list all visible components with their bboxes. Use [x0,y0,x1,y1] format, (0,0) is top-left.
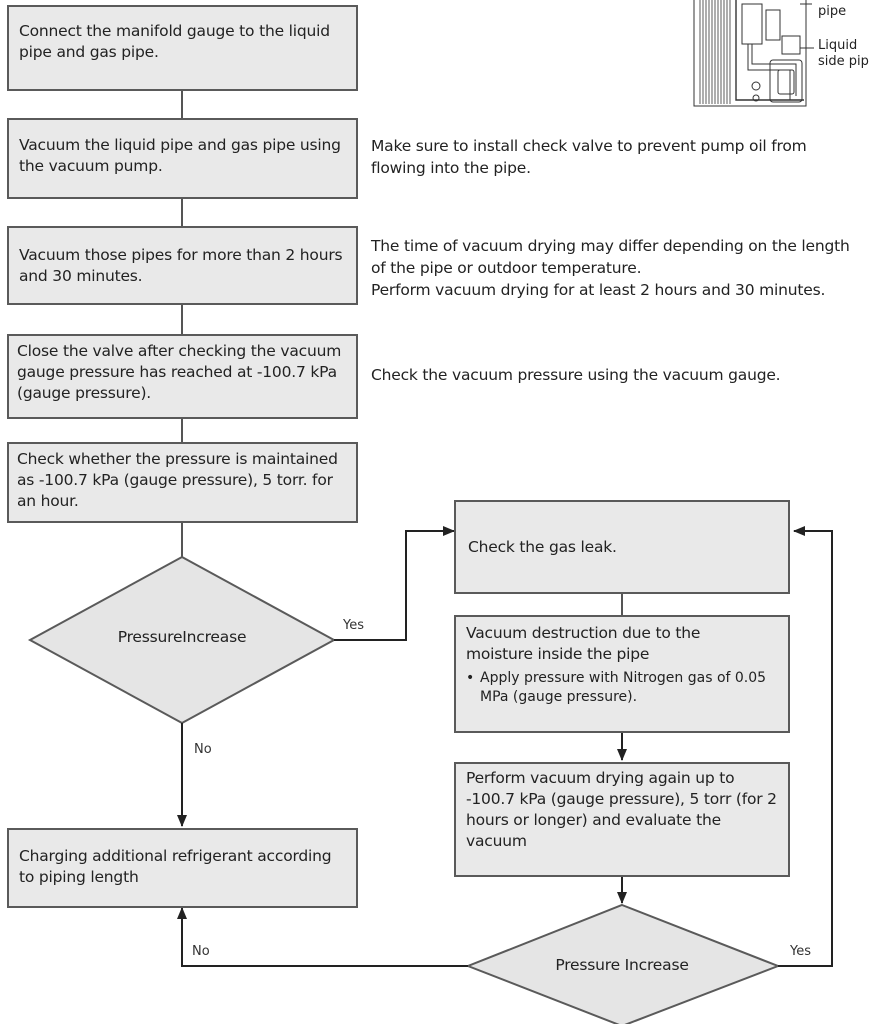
step-dry-again: Perform vacuum drying again up to -100.7… [454,762,790,877]
note-vacuum-time-line2: Perform vacuum drying for at least 2 hou… [371,281,826,299]
decision-1-label: PressureIncrease [117,628,247,646]
decision-diamond-2 [465,903,781,1024]
step-check-pressure: Check whether the pressure is maintained… [7,442,358,523]
step-vacuum-pump: Vacuum the liquid pipe and gas pipe usin… [7,118,358,199]
step-close-valve: Close the valve after checking the vacuu… [7,334,358,419]
step-charging-text: Charging additional refrigerant accordin… [19,847,332,886]
step-connect-gauge: Connect the manifold gauge to the liquid… [7,5,358,91]
label-liquid: Liquid [818,38,858,53]
destruction-bullet: • Apply pressure with Nitrogen gas of 0.… [466,669,778,707]
edge-label-yes-1: Yes [343,618,364,633]
step-vacuum-duration: Vacuum those pipes for more than 2 hours… [7,226,358,305]
step-vacuum-destruction: Vacuum destruction due to the moisture i… [454,615,790,733]
edge-label-yes-2: Yes [790,944,811,959]
note-vacuum-time-line1: The time of vacuum drying may differ dep… [371,237,850,277]
step-vacuum-duration-text: Vacuum those pipes for more than 2 hours… [19,246,343,285]
step-charging-refrigerant: Charging additional refrigerant accordin… [7,828,358,908]
decision-2-label: Pressure Increase [555,956,689,974]
destruction-bullet-text: Apply pressure with Nitrogen gas of 0.05… [480,670,767,705]
note-vacuum-gauge: Check the vacuum pressure using the vacu… [371,366,781,384]
label-side-pipe: side pip [818,54,869,69]
step-check-pressure-text: Check whether the pressure is maintained… [17,450,338,510]
bullet-icon: • [466,670,475,686]
unit-fan-grille [699,0,731,104]
edge-label-no-2: No [192,944,210,959]
edge-label-no-1: No [194,742,212,757]
step-destruction-title: Vacuum destruction due to the moisture i… [466,624,701,663]
step-connect-text: Connect the manifold gauge to the liquid… [19,22,330,61]
step-close-valve-text: Close the valve after checking the vacuu… [17,342,342,402]
label-pipe: pipe [818,4,847,19]
step-dry-again-text: Perform vacuum drying again up to -100.7… [466,769,777,850]
note-vacuum-time: The time of vacuum drying may differ dep… [371,235,867,301]
note-check-valve: Make sure to install check valve to prev… [371,137,807,177]
step-vacuum-text: Vacuum the liquid pipe and gas pipe usin… [19,136,341,175]
step-gas-leak-text: Check the gas leak. [468,538,617,556]
step-gas-leak: Check the gas leak. [454,500,790,594]
outdoor-unit-illustration [693,0,814,107]
